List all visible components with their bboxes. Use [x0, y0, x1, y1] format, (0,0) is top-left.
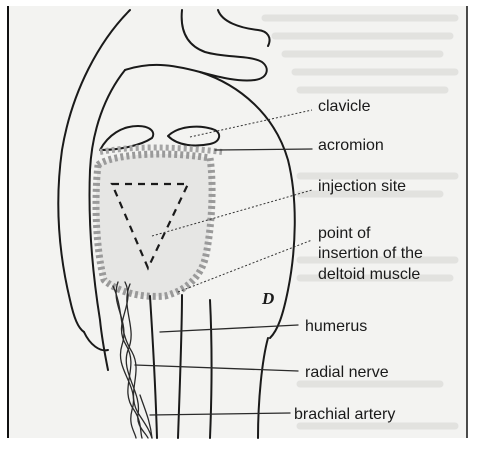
label-insertion-line1: point of: [318, 225, 371, 242]
label-brachial-artery: brachial artery: [294, 406, 395, 423]
label-humerus: humerus: [305, 318, 367, 335]
label-acromion: acromion: [318, 137, 384, 154]
label-injection-site: injection site: [318, 178, 406, 195]
label-clavicle: clavicle: [318, 98, 371, 115]
label-insertion-line3: deltoid muscle: [318, 266, 420, 283]
deltoid-muscle-area: [96, 154, 212, 296]
label-insertion-line2: insertion of the: [318, 245, 423, 262]
label-radial-nerve: radial nerve: [305, 364, 389, 381]
d-marker: D: [261, 289, 274, 308]
